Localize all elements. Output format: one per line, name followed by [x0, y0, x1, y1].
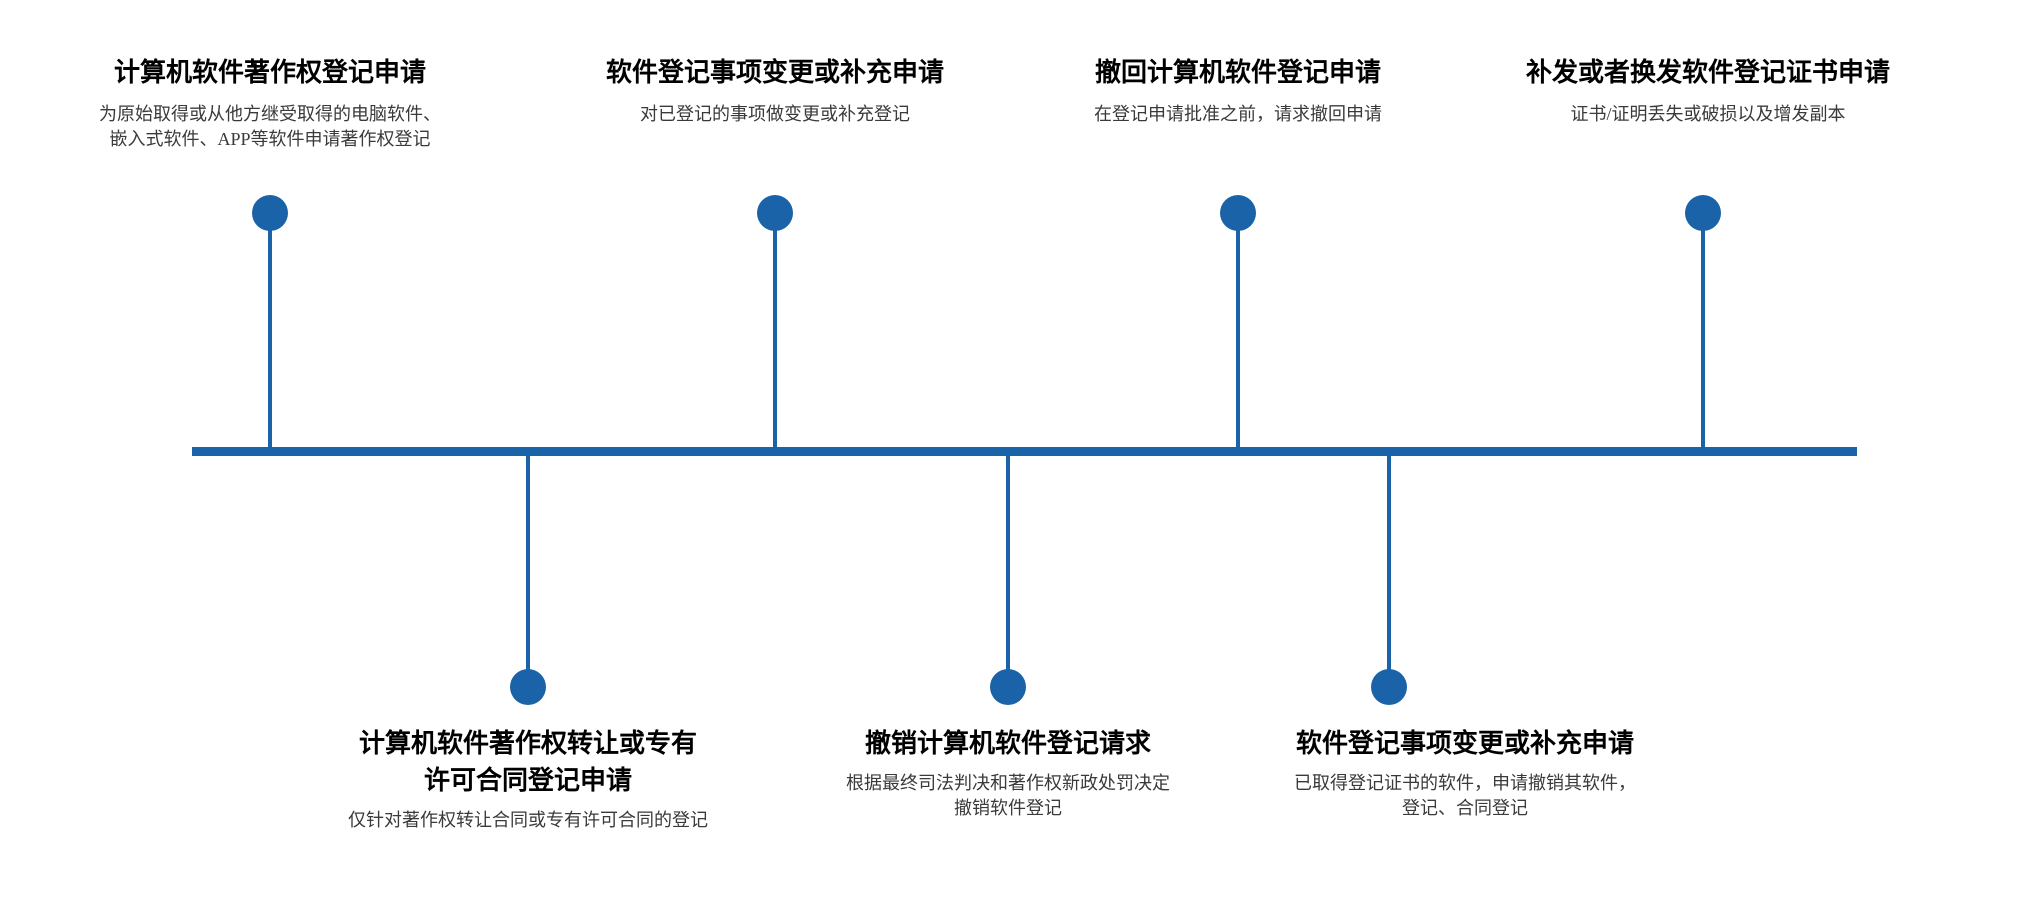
timeline-stem-1: [268, 210, 272, 452]
timeline-label-2: 软件登记事项变更或补充申请 对已登记的事项做变更或补充登记: [535, 55, 1015, 127]
timeline-dot-4[interactable]: [1685, 195, 1721, 231]
timeline-title-6: 撤销计算机软件登记请求: [864, 729, 1151, 758]
timeline-stem-4: [1701, 210, 1705, 452]
timeline-desc-4: 证书/证明丢失或破损以及增发副本: [1570, 103, 1846, 124]
timeline-dot-2[interactable]: [757, 195, 793, 231]
timeline-title-1: 计算机软件著作权登记申请: [113, 58, 426, 87]
timeline-stem-6: [1006, 452, 1010, 690]
timeline-title-5: 计算机软件著作权转让或专有 许可合同登记申请: [358, 729, 697, 795]
timeline-stem-7: [1387, 452, 1391, 690]
timeline-stem-3: [1236, 210, 1240, 452]
timeline-label-5: 计算机软件著作权转让或专有 许可合同登记申请 仅针对著作权转让合同或专有许可合同…: [288, 726, 768, 833]
timeline-axis: [192, 447, 1857, 456]
timeline-title-4: 补发或者换发软件登记证书申请: [1525, 58, 1890, 87]
timeline-dot-1[interactable]: [252, 195, 288, 231]
timeline-desc-6: 根据最终司法判决和著作权新政处罚决定 撤销软件登记: [846, 772, 1170, 819]
timeline-label-3: 撤回计算机软件登记申请 在登记申请批准之前，请求撤回申请: [1018, 55, 1458, 127]
timeline-desc-7: 已取得登记证书的软件，申请撤销其软件， 登记、合同登记: [1294, 772, 1636, 819]
timeline-label-1: 计算机软件著作权登记申请 为原始取得或从他方继受取得的电脑软件、 嵌入式软件、A…: [20, 55, 520, 153]
timeline-stem-5: [526, 452, 530, 690]
timeline-desc-5: 仅针对著作权转让合同或专有许可合同的登记: [348, 809, 708, 830]
timeline-title-3: 撤回计算机软件登记申请: [1094, 58, 1381, 87]
timeline-dot-3[interactable]: [1220, 195, 1256, 231]
timeline-desc-3: 在登记申请批准之前，请求撤回申请: [1094, 103, 1382, 124]
timeline-desc-2: 对已登记的事项做变更或补充登记: [640, 103, 910, 124]
timeline-dot-6[interactable]: [990, 669, 1026, 705]
timeline-label-4: 补发或者换发软件登记证书申请 证书/证明丢失或破损以及增发副本: [1478, 55, 1938, 127]
timeline-stem-2: [773, 210, 777, 452]
timeline-dot-5[interactable]: [510, 669, 546, 705]
timeline-dot-7[interactable]: [1371, 669, 1407, 705]
timeline-desc-1: 为原始取得或从他方继受取得的电脑软件、 嵌入式软件、APP等软件申请著作权登记: [99, 103, 441, 150]
timeline-label-6: 撤销计算机软件登记请求 根据最终司法判决和著作权新政处罚决定 撤销软件登记: [793, 726, 1223, 822]
timeline-title-7: 软件登记事项变更或补充申请: [1295, 729, 1634, 758]
timeline-title-2: 软件登记事项变更或补充申请: [605, 58, 944, 87]
timeline-label-7: 软件登记事项变更或补充申请 已取得登记证书的软件，申请撤销其软件， 登记、合同登…: [1255, 726, 1675, 822]
